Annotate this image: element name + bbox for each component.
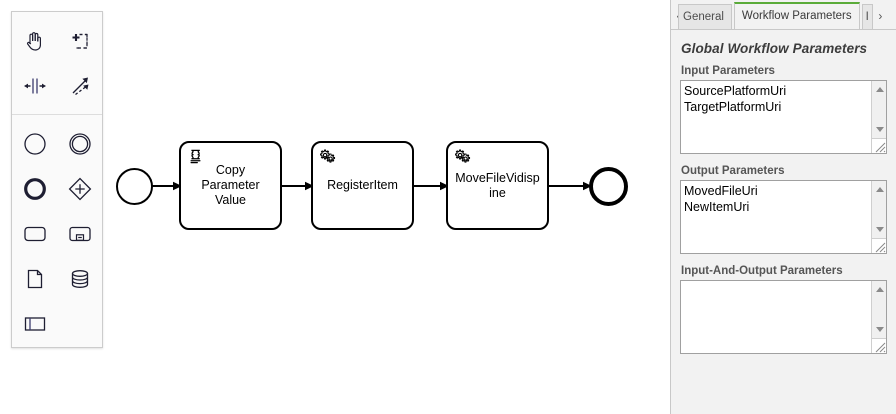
panel-title: Global Workflow Parameters bbox=[681, 41, 868, 56]
start-event-icon[interactable] bbox=[12, 121, 57, 166]
resize-grip-icon[interactable] bbox=[871, 238, 886, 253]
input-parameters-listbox[interactable]: SourcePlatformUri TargetPlatformUri bbox=[680, 80, 887, 154]
start-event[interactable] bbox=[116, 168, 153, 205]
space-tool-icon[interactable] bbox=[12, 63, 57, 108]
resize-grip-icon[interactable] bbox=[871, 338, 886, 353]
input-and-output-parameters-listbox[interactable] bbox=[680, 280, 887, 354]
palette-elements-group bbox=[12, 115, 102, 352]
tab-next-partial[interactable]: I bbox=[861, 4, 873, 29]
field-label: Input-And-Output Parameters bbox=[681, 265, 843, 277]
palette-tools-group bbox=[12, 12, 102, 115]
tab-general[interactable]: General bbox=[678, 4, 732, 29]
properties-tab-strip: ‹ General Workflow Parameters I › bbox=[671, 0, 896, 30]
list-item[interactable]: NewItemUri bbox=[684, 200, 750, 214]
task-copy-parameter-value[interactable]: Copy Parameter Value bbox=[179, 141, 282, 230]
resize-grip-icon[interactable] bbox=[871, 138, 886, 153]
end-event[interactable] bbox=[589, 167, 628, 206]
sequence-flow[interactable] bbox=[281, 180, 314, 192]
vertical-scrollbar[interactable] bbox=[871, 81, 886, 153]
sequence-flow[interactable] bbox=[548, 180, 592, 192]
list-items: SourcePlatformUri TargetPlatformUri bbox=[681, 81, 870, 153]
scroll-down-arrow-icon[interactable] bbox=[872, 222, 886, 237]
vertical-scrollbar[interactable] bbox=[871, 181, 886, 253]
task-label: RegisterItem bbox=[327, 178, 398, 192]
scroll-down-arrow-icon[interactable] bbox=[872, 322, 886, 337]
scroll-down-arrow-icon[interactable] bbox=[872, 122, 886, 137]
end-event-icon[interactable] bbox=[12, 166, 57, 211]
field-label: Output Parameters bbox=[681, 165, 785, 177]
intermediate-event-icon[interactable] bbox=[57, 121, 102, 166]
output-parameters-listbox[interactable]: MovedFileUri NewItemUri bbox=[680, 180, 887, 254]
list-items: MovedFileUri NewItemUri bbox=[681, 181, 870, 253]
list-item[interactable]: TargetPlatformUri bbox=[684, 100, 782, 114]
vertical-scrollbar[interactable] bbox=[871, 281, 886, 353]
bpmn-palette bbox=[11, 11, 103, 348]
task-register-item[interactable]: RegisterItem bbox=[311, 141, 414, 230]
task-label: Copy Parameter Value bbox=[201, 163, 260, 207]
list-items bbox=[681, 281, 870, 353]
tab-workflow-parameters[interactable]: Workflow Parameters bbox=[733, 2, 860, 29]
list-item[interactable]: SourcePlatformUri bbox=[684, 84, 787, 98]
participant-icon[interactable] bbox=[12, 301, 57, 346]
global-connect-icon[interactable] bbox=[57, 63, 102, 108]
field-group-input-and-output-parameters: Input-And-Output Parameters bbox=[680, 265, 887, 354]
data-object-icon[interactable] bbox=[12, 256, 57, 301]
subprocess-icon[interactable] bbox=[57, 211, 102, 256]
list-item[interactable]: MovedFileUri bbox=[684, 184, 758, 198]
sequence-flow[interactable] bbox=[152, 180, 182, 192]
sequence-flow[interactable] bbox=[413, 180, 449, 192]
gateway-icon[interactable] bbox=[57, 166, 102, 211]
field-group-output-parameters: Output Parameters MovedFileUri NewItemUr… bbox=[680, 165, 887, 254]
properties-body: Global Workflow Parameters Input Paramet… bbox=[671, 30, 896, 354]
scroll-up-arrow-icon[interactable] bbox=[872, 82, 886, 97]
script-task-icon bbox=[187, 148, 204, 165]
scroll-up-arrow-icon[interactable] bbox=[872, 282, 886, 297]
task-icon[interactable] bbox=[12, 211, 57, 256]
task-move-file-vidispine[interactable]: MoveFileVidispine bbox=[446, 141, 549, 230]
task-label: MoveFileVidispine bbox=[455, 170, 540, 200]
lasso-tool-icon[interactable] bbox=[57, 18, 102, 63]
service-task-icon bbox=[454, 148, 471, 165]
field-group-input-parameters: Input Parameters SourcePlatformUri Targe… bbox=[680, 65, 887, 154]
field-label: Input Parameters bbox=[681, 65, 775, 77]
hand-tool-icon[interactable] bbox=[12, 18, 57, 63]
bpmn-canvas[interactable]: Copy Parameter Value RegisterItem bbox=[0, 0, 670, 414]
scroll-up-arrow-icon[interactable] bbox=[872, 182, 886, 197]
tab-scroll-right-icon[interactable]: › bbox=[878, 9, 883, 23]
service-task-icon bbox=[319, 148, 336, 165]
properties-panel: ‹ General Workflow Parameters I › Global… bbox=[670, 0, 896, 414]
data-store-icon[interactable] bbox=[57, 256, 102, 301]
